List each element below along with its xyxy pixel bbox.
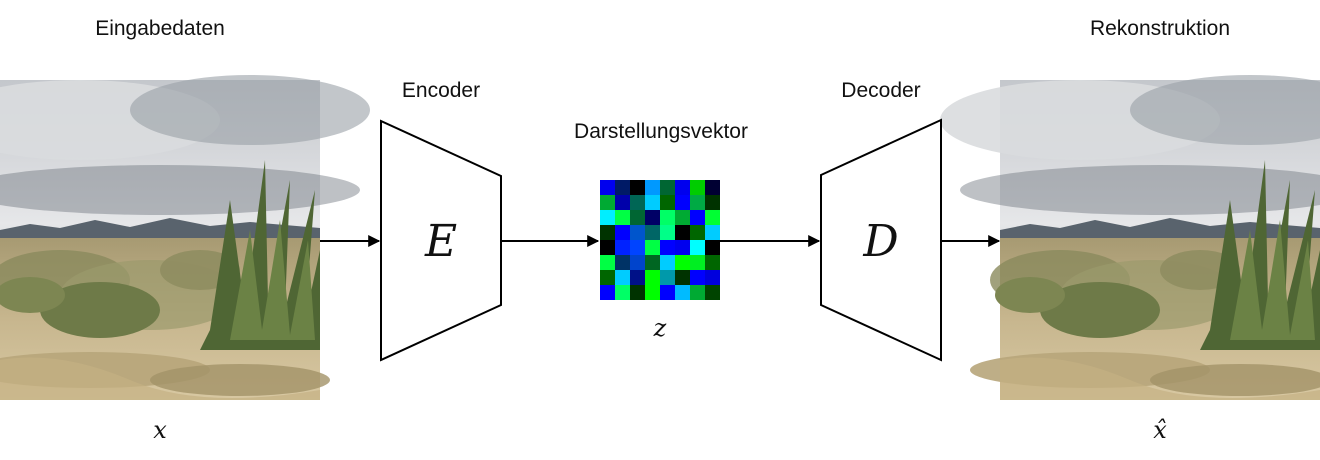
latent-cell	[615, 255, 630, 270]
decoder-label: Decoder	[841, 79, 920, 102]
latent-cell	[690, 210, 705, 225]
encoder-label: Encoder	[402, 79, 480, 102]
latent-cell	[600, 180, 615, 195]
reconstruction-label: Rekonstruktion	[1090, 17, 1230, 40]
decoder-symbol: D	[862, 216, 898, 267]
latent-cell	[645, 195, 660, 210]
latent-cell	[630, 270, 645, 285]
latent-cell	[660, 210, 675, 225]
input-image	[0, 75, 370, 400]
latent-cell	[660, 255, 675, 270]
latent-cell	[600, 240, 615, 255]
latent-cell	[705, 270, 720, 285]
latent-cell	[660, 225, 675, 240]
latent-cell	[705, 195, 720, 210]
latent-cell	[615, 195, 630, 210]
latent-cell	[675, 225, 690, 240]
input-symbol-x: x	[153, 416, 167, 444]
latent-cell	[600, 285, 615, 300]
latent-cell	[600, 255, 615, 270]
latent-cell	[660, 270, 675, 285]
latent-cell	[690, 180, 705, 195]
latent-cell	[660, 240, 675, 255]
latent-cell	[675, 285, 690, 300]
latent-cell	[675, 255, 690, 270]
latent-cell	[690, 240, 705, 255]
latent-cell	[675, 240, 690, 255]
latent-cell	[705, 255, 720, 270]
latent-cell	[645, 270, 660, 285]
latent-cell	[630, 240, 645, 255]
latent-cell	[615, 285, 630, 300]
encoder-block	[380, 119, 502, 362]
latent-cell	[705, 285, 720, 300]
latent-cell	[675, 195, 690, 210]
latent-cell	[615, 180, 630, 195]
latent-cell	[660, 195, 675, 210]
latent-cell	[690, 285, 705, 300]
latent-cell	[705, 240, 720, 255]
latent-cell	[615, 270, 630, 285]
latent-cell	[645, 285, 660, 300]
latent-cell	[600, 225, 615, 240]
latent-cell	[675, 210, 690, 225]
latent-symbol-z: z	[653, 314, 667, 342]
latent-cell	[645, 225, 660, 240]
latent-cell	[630, 210, 645, 225]
latent-cell	[630, 255, 645, 270]
latent-cell	[705, 225, 720, 240]
latent-cell	[705, 180, 720, 195]
latent-cell	[705, 210, 720, 225]
latent-cell	[660, 285, 675, 300]
latent-cell	[600, 195, 615, 210]
latent-cell	[630, 195, 645, 210]
latent-cell	[600, 210, 615, 225]
latent-cell	[660, 180, 675, 195]
latent-cell	[630, 285, 645, 300]
latent-cell	[690, 255, 705, 270]
output-symbol-x-hat: x̂	[1153, 416, 1167, 444]
latent-label: Darstellungsvektor	[574, 120, 748, 143]
latent-cell	[690, 225, 705, 240]
latent-cell	[630, 225, 645, 240]
latent-cell	[690, 195, 705, 210]
latent-cell	[690, 270, 705, 285]
latent-cell	[645, 255, 660, 270]
input-label: Eingabedaten	[95, 17, 225, 40]
latent-cell	[615, 210, 630, 225]
latent-cell	[600, 270, 615, 285]
encoder-symbol: E	[424, 216, 457, 267]
latent-cell	[675, 270, 690, 285]
reconstruction-image	[940, 75, 1320, 400]
latent-cell	[675, 180, 690, 195]
latent-cell	[645, 240, 660, 255]
latent-cell	[615, 225, 630, 240]
latent-vector-grid	[600, 180, 720, 300]
decoder-block	[820, 118, 942, 362]
latent-cell	[645, 180, 660, 195]
latent-cell	[615, 240, 630, 255]
latent-cell	[630, 180, 645, 195]
latent-cell	[645, 210, 660, 225]
